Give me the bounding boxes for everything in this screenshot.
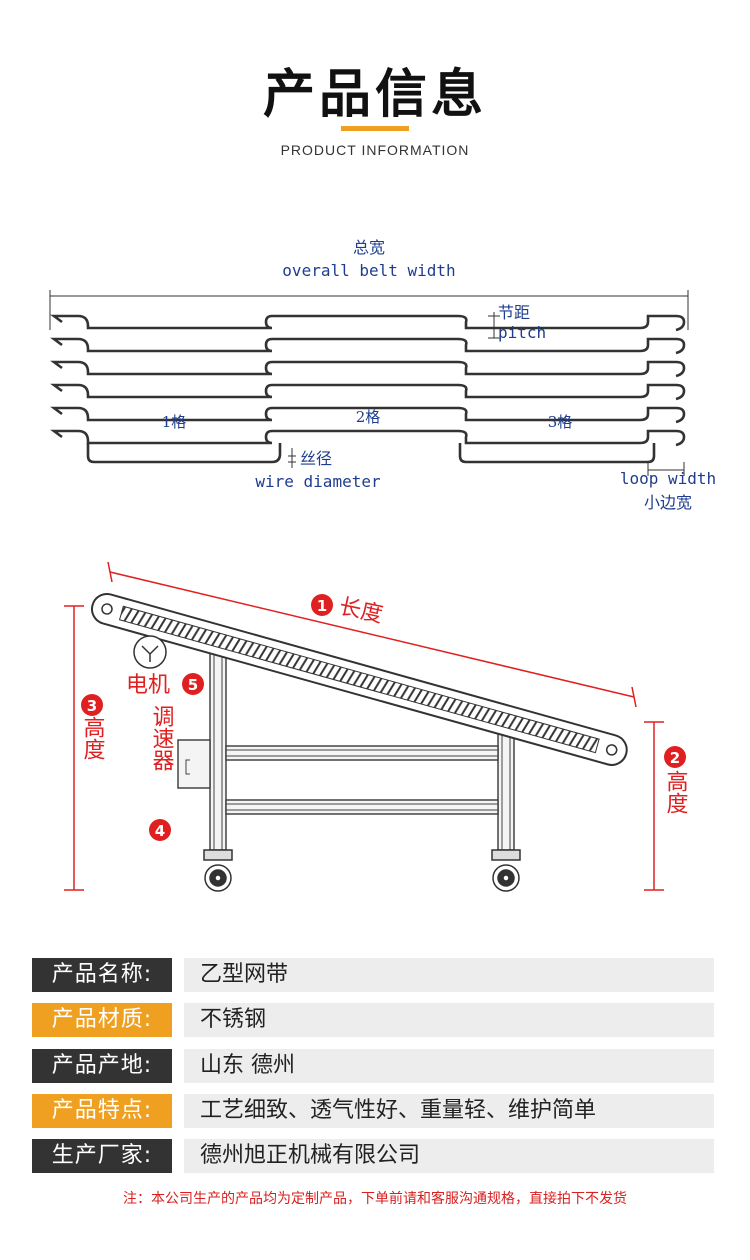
- overall-width-cn-label: 总宽: [353, 238, 385, 257]
- marker-height-left-label: 高度: [80, 716, 106, 760]
- spec-label-features: 产品特点:: [32, 1094, 172, 1128]
- pitch-en-label: pitch: [498, 323, 546, 342]
- marker-height-left-number: 3: [87, 697, 97, 715]
- loop-width-en-label: loop width: [620, 469, 716, 488]
- marker-length-number: 1: [317, 597, 327, 615]
- spec-label-origin: 产品产地:: [32, 1049, 172, 1083]
- marker-height-left: 3 高度: [80, 694, 106, 760]
- belt-mesh-diagram: [49, 290, 689, 476]
- spec-value-manufacturer: 德州旭正机械有限公司: [184, 1139, 714, 1173]
- grid-2-label: 2格: [356, 408, 381, 426]
- marker-height-right-number: 2: [670, 749, 680, 767]
- page-title: 产品信息: [262, 65, 487, 125]
- marker-height-right: 2 高度: [663, 746, 689, 814]
- spec-row-name: 产品名称: 乙型网带: [32, 958, 714, 992]
- grid-3-label: 3格: [548, 413, 573, 431]
- wire-diameter-cn-label: 丝径: [300, 449, 332, 468]
- marker-motor-number: 5: [188, 676, 198, 694]
- conveyor-diagram: [91, 593, 628, 892]
- caster-wheels: [203, 849, 521, 892]
- marker-motor: 电机 5: [126, 673, 204, 698]
- marker-speed-controller: 调速器 4: [149, 705, 175, 841]
- pitch-cn-label: 节距: [498, 303, 530, 322]
- page-subtitle: PRODUCT INFORMATION: [280, 142, 470, 158]
- spec-value-name: 乙型网带: [184, 958, 714, 992]
- dimension-lines: [64, 561, 664, 891]
- marker-speed-controller-label: 调速器: [149, 705, 175, 771]
- spec-row-origin: 产品产地: 山东 德州: [32, 1049, 714, 1083]
- spec-value-material: 不锈钢: [184, 1003, 714, 1037]
- spec-row-features: 产品特点: 工艺细致、透气性好、重量轻、维护简单: [32, 1094, 714, 1128]
- spec-label-material: 产品材质:: [32, 1003, 172, 1037]
- marker-length-label: 长度: [337, 594, 385, 628]
- belt-mesh-wires: [50, 314, 686, 464]
- motor-icon: [133, 635, 167, 669]
- marker-height-right-label: 高度: [663, 770, 689, 814]
- grid-1-label: 1格: [162, 413, 187, 431]
- spec-value-features: 工艺细致、透气性好、重量轻、维护简单: [184, 1094, 714, 1128]
- marker-motor-label: 电机: [126, 673, 170, 698]
- spec-row-manufacturer: 生产厂家: 德州旭正机械有限公司: [32, 1139, 714, 1173]
- spec-label-name: 产品名称:: [32, 958, 172, 992]
- spec-row-material: 产品材质: 不锈钢: [32, 1003, 714, 1037]
- spec-label-manufacturer: 生产厂家:: [32, 1139, 172, 1173]
- product-diagrams: 总宽 overall belt width 节距 pitch 1格 2格 3格 …: [49, 238, 716, 892]
- wire-diameter-en-label: wire diameter: [255, 472, 381, 491]
- overall-width-en-label: overall belt width: [282, 261, 455, 280]
- marker-speed-controller-number: 4: [155, 822, 165, 840]
- loop-width-cn-label: 小边宽: [644, 493, 692, 512]
- custom-order-note: 注：本公司生产的产品均为定制产品，下单前请和客服沟通规格，直接拍下不发货: [123, 1191, 627, 1207]
- title-underline: [341, 126, 409, 131]
- spec-value-origin: 山东 德州: [184, 1049, 714, 1083]
